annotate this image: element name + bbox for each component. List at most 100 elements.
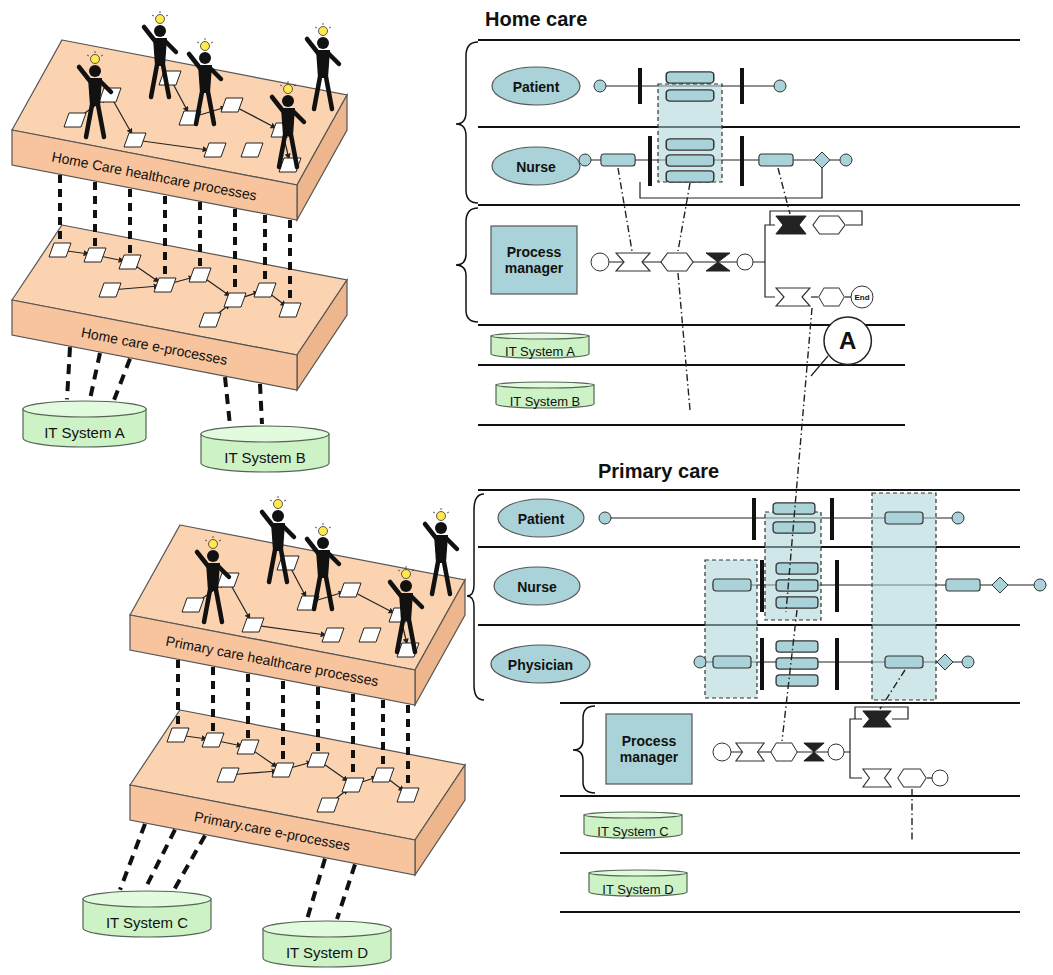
process-symbols xyxy=(946,579,980,591)
process-symbols xyxy=(776,675,818,686)
layer-link xyxy=(198,202,202,267)
process-arrow xyxy=(110,95,132,134)
process-layer-outline xyxy=(130,525,465,705)
it-system-cylinder: IT System B xyxy=(200,425,330,473)
text-block: IT System A xyxy=(44,424,125,441)
process-symbols xyxy=(863,711,891,727)
activity-square xyxy=(224,293,246,307)
process-symbols xyxy=(601,154,635,166)
activity-square xyxy=(199,313,221,327)
node-text: IT System C xyxy=(106,914,188,931)
it-system-cylinder: IT System D xyxy=(262,920,392,968)
process-symbols xyxy=(616,253,650,271)
activity-square xyxy=(64,113,86,127)
process-arrow xyxy=(232,105,276,128)
activity-square xyxy=(84,248,106,262)
lane-it-system: IT System A xyxy=(490,332,590,359)
process-symbols xyxy=(898,769,926,787)
activity-square xyxy=(279,158,301,172)
dashed-link xyxy=(337,864,355,919)
process-symbols xyxy=(648,136,652,186)
process-symbols xyxy=(591,253,609,271)
text-block: Patient xyxy=(513,79,560,95)
process-arrow xyxy=(165,277,194,285)
callout-leader xyxy=(811,356,828,376)
process-arrow xyxy=(95,255,124,261)
activity-square xyxy=(119,255,141,269)
dashed-link xyxy=(260,384,262,424)
cylinder-top xyxy=(83,891,211,907)
activity-square xyxy=(271,123,293,137)
process-arrow xyxy=(200,275,230,296)
lane-lines xyxy=(478,204,1020,206)
process-manager-box: Process manager xyxy=(605,713,693,785)
process-flow xyxy=(850,719,862,752)
process-symbols xyxy=(776,216,806,234)
process-symbols xyxy=(962,656,974,668)
process-symbols xyxy=(776,597,818,608)
node-text: IT System B xyxy=(224,449,305,466)
label-holder: Home care xyxy=(485,8,587,31)
layer-link xyxy=(128,189,132,254)
layer-link xyxy=(233,209,237,292)
dash-dot-link xyxy=(911,789,912,840)
dash-dot-link xyxy=(778,168,790,214)
process-symbols xyxy=(713,656,751,668)
lane-it-system: IT System B xyxy=(495,381,595,409)
layer-face xyxy=(130,615,415,705)
process-symbols xyxy=(666,139,714,150)
layer-face xyxy=(297,280,347,390)
process-symbols xyxy=(740,136,744,186)
text-block: IT System B xyxy=(510,395,581,410)
dash-dot-link xyxy=(678,273,690,410)
node-text: Process manager xyxy=(497,244,571,276)
dash-dot-link xyxy=(880,670,905,709)
process-symbols xyxy=(830,498,834,540)
person-figure xyxy=(272,81,304,167)
manager-rect xyxy=(491,226,577,294)
text-block: IT System D xyxy=(602,883,673,898)
lane-role: Nurse xyxy=(493,566,581,606)
cylinder-top xyxy=(263,921,391,937)
process-flow xyxy=(640,168,822,198)
process-arrow xyxy=(282,130,289,159)
process-symbols xyxy=(713,579,751,591)
node-text: IT System D xyxy=(286,944,368,961)
process-arrow xyxy=(60,78,289,320)
process-symbols xyxy=(840,154,852,166)
node-text: Process manager xyxy=(612,733,686,765)
callout-circle: A xyxy=(823,316,872,365)
dashed-link xyxy=(90,353,100,399)
process-flow xyxy=(591,86,1034,778)
process-arrow xyxy=(135,140,208,150)
activity-square xyxy=(99,283,121,297)
activity-square xyxy=(154,278,176,292)
activity-square xyxy=(221,98,243,112)
process-symbols xyxy=(937,654,953,670)
dashed-link xyxy=(174,835,205,889)
process-flow xyxy=(765,225,775,262)
node-text: IT System A xyxy=(505,345,575,360)
process-symbols xyxy=(760,638,764,690)
process-symbols xyxy=(706,253,730,271)
dashed-link xyxy=(225,377,230,425)
role-ellipse xyxy=(492,147,580,185)
process-layer: Primary care healthcare processes xyxy=(130,525,465,705)
lane-role: Nurse xyxy=(491,146,581,186)
activity-square xyxy=(241,143,263,157)
process-symbols xyxy=(863,769,891,787)
cylinder-top xyxy=(201,426,329,442)
process-symbols xyxy=(694,656,706,668)
text-block: IT System B xyxy=(224,449,305,466)
process-symbols xyxy=(771,743,797,761)
activity-square xyxy=(159,71,181,85)
node-text: Nurse xyxy=(517,579,557,595)
process-arrow xyxy=(170,78,188,112)
layer-link xyxy=(288,220,292,302)
layer-face xyxy=(12,300,297,390)
process-arrow xyxy=(75,98,106,120)
dash-dot-link xyxy=(786,308,812,612)
process-symbols xyxy=(835,560,839,612)
layer-link xyxy=(163,196,167,277)
